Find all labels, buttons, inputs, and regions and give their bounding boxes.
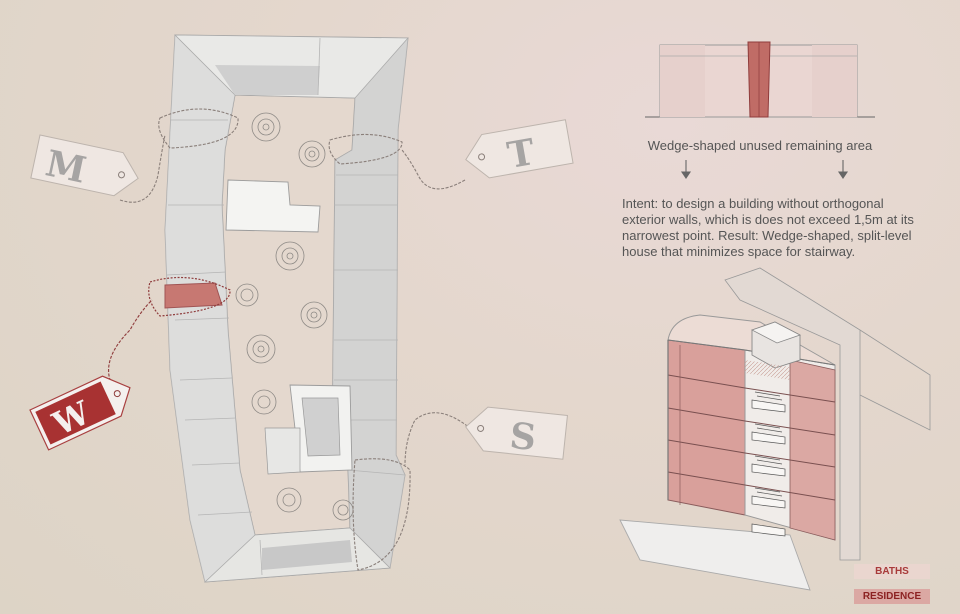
tree-icon — [298, 140, 326, 168]
tag-m: M — [30, 134, 139, 197]
wedge-elevation — [645, 41, 875, 118]
tree-icon — [246, 334, 276, 364]
tag-t: T — [465, 119, 574, 179]
tag-s: S — [465, 406, 569, 460]
legend-residence: RESIDENCE — [854, 589, 930, 604]
tree-icons — [235, 112, 354, 521]
tree-icon — [276, 487, 302, 513]
axonometric-section — [619, 267, 931, 591]
wedge-caption: Wedge-shaped unused remaining area — [647, 138, 873, 153]
wedge-highlight — [148, 276, 231, 317]
legend-baths: BATHS — [854, 564, 930, 579]
string-loop-icon — [158, 108, 411, 571]
tree-icon — [235, 283, 259, 307]
tree-icon — [251, 112, 281, 142]
tag-s-letter: S — [508, 415, 538, 459]
tag-m-letter: M — [42, 142, 90, 191]
tree-icon — [275, 241, 305, 271]
tree-icon — [251, 389, 277, 415]
courtyard-block — [164, 34, 409, 583]
down-arrow-icon — [837, 160, 849, 179]
tree-icon — [300, 301, 328, 329]
down-arrow-icon — [680, 160, 692, 179]
intent-text: Intent: to design a building without ort… — [622, 196, 914, 259]
tag-w: W — [29, 375, 131, 451]
